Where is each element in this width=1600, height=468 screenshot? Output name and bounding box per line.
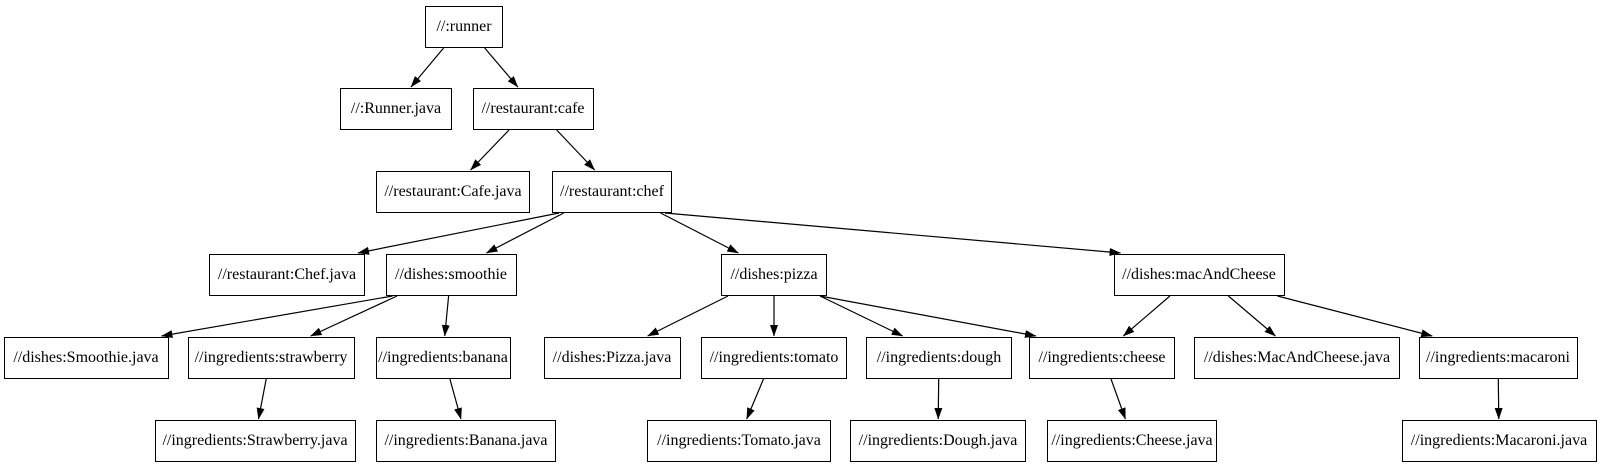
graph-node-label: //restaurant:Cafe.java (384, 183, 522, 200)
graph-node-label: //restaurant:chef (560, 183, 664, 200)
graph-edge-chef-to-smoothie (485, 212, 564, 254)
graph-node-tomato: //ingredients:tomato (701, 337, 847, 379)
graph-edge-pizza-to-dough (819, 295, 904, 337)
graph-edge-macandcheese-to-cheese (1122, 295, 1171, 337)
graph-edge-tomato-to-tomato_java (746, 378, 765, 420)
graph-node-label: //:runner (436, 18, 492, 35)
graph-edge-runner-to-runner_java (410, 47, 445, 88)
graph-edge-cafe-to-chef (556, 129, 596, 171)
graph-node-banana: //ingredients:banana (375, 337, 511, 379)
graph-edge-smoothie-to-banana (441, 295, 450, 337)
graph-node-strawberry_java: //ingredients:Strawberry.java (154, 420, 356, 462)
graph-node-runner: //:runner (425, 6, 503, 48)
graph-edge-runner-to-cafe (484, 47, 519, 88)
graph-edge-pizza-to-cheese (819, 295, 1037, 338)
graph-edge-macandcheese-to-macaroni (1277, 295, 1433, 338)
graph-node-label: //ingredients:banana (378, 349, 508, 366)
graph-node-banana_java: //ingredients:Banana.java (376, 420, 556, 462)
graph-node-label: //ingredients:tomato (709, 349, 839, 366)
graph-node-label: //restaurant:cafe (481, 100, 585, 117)
graph-node-macandcheese: //dishes:macAndCheese (1113, 254, 1285, 296)
graph-node-runner_java: //:Runner.java (340, 88, 452, 130)
graph-node-label: //ingredients:Macaroni.java (1410, 432, 1588, 449)
graph-edge-pizza-to-pizza_java (647, 295, 729, 337)
graph-edge-chef-to-macandcheese (664, 212, 1121, 257)
graph-node-label: //dishes:Pizza.java (552, 349, 672, 366)
graph-node-pizza_java: //dishes:Pizza.java (543, 337, 681, 379)
graph-node-label: //ingredients:cheese (1038, 349, 1166, 366)
graph-edge-strawberry-to-strawberry_java (256, 378, 267, 420)
graph-edge-macandcheese-to-macandcheese_java (1228, 295, 1276, 337)
graph-node-cafe: //restaurant:cafe (472, 88, 594, 130)
graph-edge-chef-to-pizza (660, 212, 739, 254)
graph-node-label: //restaurant:Chef.java (217, 266, 357, 283)
graph-node-chef: //restaurant:chef (552, 171, 672, 213)
graph-edge-banana-to-banana_java (449, 378, 462, 420)
graph-node-macaroni_java: //ingredients:Macaroni.java (1401, 420, 1597, 462)
graph-node-dough: //ingredients:dough (866, 337, 1012, 379)
graph-node-strawberry: //ingredients:strawberry (187, 337, 355, 379)
graph-edge-chef-to-chef_java (357, 212, 560, 255)
graph-node-label: //dishes:Smoothie.java (13, 349, 159, 366)
graph-node-label: //dishes:pizza (730, 266, 818, 283)
graph-edge-cafe-to-cafe_java (470, 129, 510, 171)
graph-node-pizza: //dishes:pizza (721, 254, 827, 296)
graph-node-smoothie_java: //dishes:Smoothie.java (3, 337, 169, 379)
graph-edge-cheese-to-cheese_java (1110, 378, 1126, 420)
graph-edge-smoothie-to-smoothie_java (161, 295, 393, 339)
graph-node-label: //dishes:macAndCheese (1122, 266, 1276, 283)
graph-node-label: //dishes:smoothie (395, 266, 507, 283)
graph-node-label: //ingredients:macaroni (1426, 349, 1570, 366)
graph-node-label: //dishes:MacAndCheese.java (1203, 349, 1391, 366)
graph-node-label: //ingredients:Banana.java (384, 432, 548, 449)
graph-node-label: //ingredients:Cheese.java (1051, 432, 1213, 449)
graph-node-dough_java: //ingredients:Dough.java (850, 420, 1026, 462)
graph-node-macandcheese_java: //dishes:MacAndCheese.java (1194, 337, 1400, 379)
graph-node-label: //ingredients:Strawberry.java (162, 432, 348, 449)
graph-node-chef_java: //restaurant:Chef.java (209, 254, 365, 296)
graph-node-cheese_java: //ingredients:Cheese.java (1047, 420, 1217, 462)
graph-node-label: //ingredients:dough (876, 349, 1002, 366)
graph-node-label: //ingredients:Dough.java (858, 432, 1018, 449)
graph-node-tomato_java: //ingredients:Tomato.java (647, 420, 831, 462)
graph-node-label: //ingredients:strawberry (194, 349, 348, 366)
graph-node-label: //ingredients:Tomato.java (657, 432, 821, 449)
graph-node-macaroni: //ingredients:macaroni (1418, 337, 1578, 379)
graph-node-smoothie: //dishes:smoothie (385, 254, 517, 296)
graph-node-label: //:Runner.java (350, 100, 442, 117)
graph-node-cheese: //ingredients:cheese (1029, 337, 1175, 379)
graph-edge-smoothie-to-strawberry (310, 295, 398, 337)
graph-node-cafe_java: //restaurant:Cafe.java (376, 171, 530, 213)
